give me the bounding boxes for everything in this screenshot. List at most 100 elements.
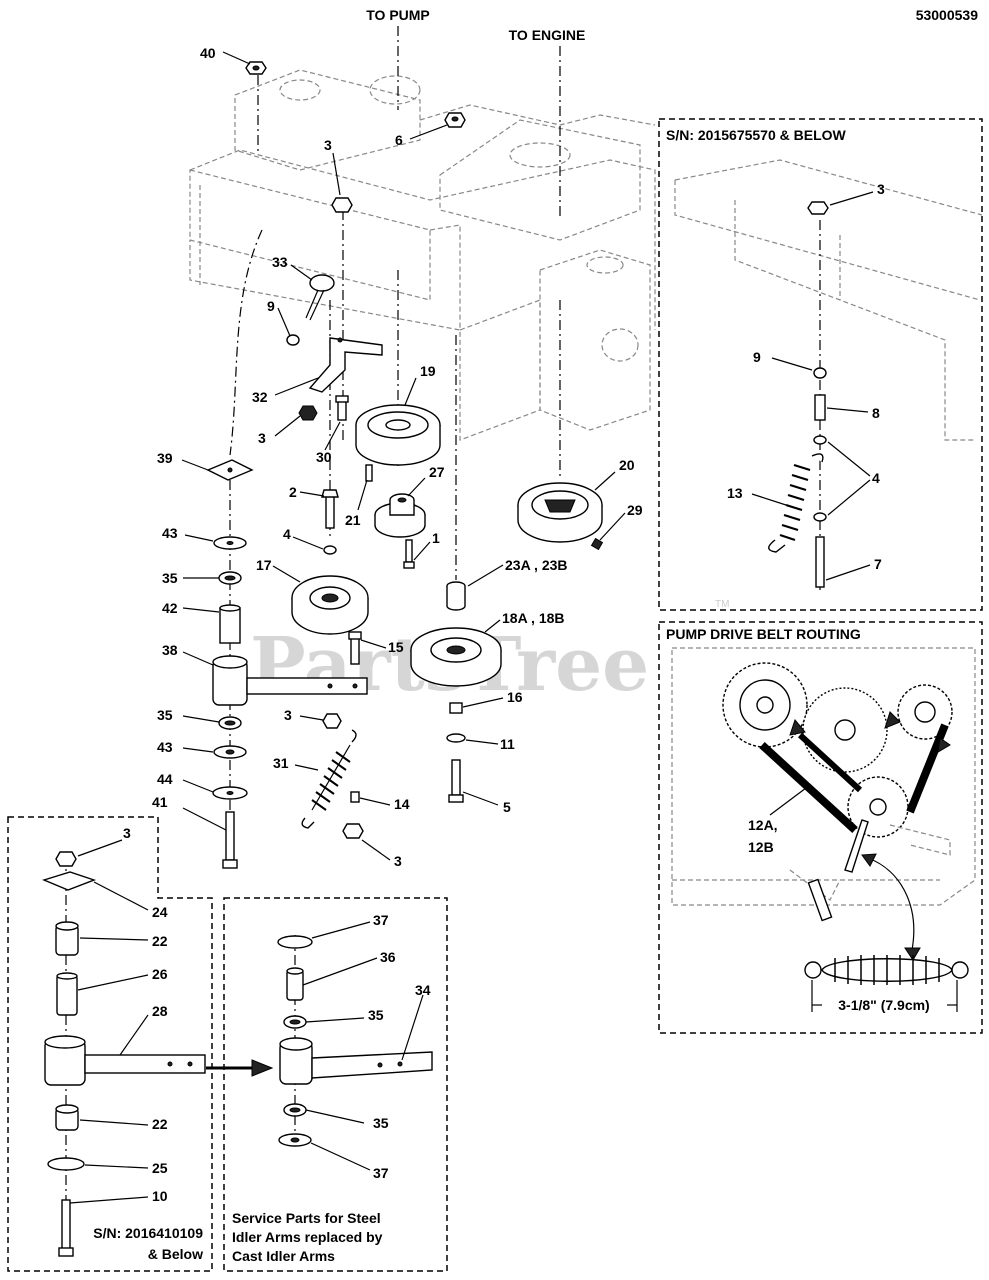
- arrow-up: [861, 853, 877, 867]
- callout-4: 4: [283, 526, 291, 542]
- arrow-down: [904, 947, 921, 961]
- callout-27: 27: [429, 464, 445, 480]
- nut-3-top: [331, 197, 353, 213]
- left-sn-line1: S/N: 2016410109: [93, 1225, 203, 1241]
- screw-1: [403, 539, 415, 569]
- belt-routing-box: PUMP DRIVE BELT ROUTING: [658, 621, 983, 1034]
- callout-23a-23b: 23A , 23B: [505, 557, 568, 573]
- left-sn-box: 3 24 22 26 28 22 25 10 S/N: 2016410109 &…: [7, 816, 213, 1272]
- left-bolt-10: [58, 1199, 74, 1257]
- bearing-35-bottom: [218, 716, 242, 730]
- callout-17: 17: [256, 557, 272, 573]
- callout-35: 35: [157, 707, 173, 723]
- svc-bearing-35-bottom: [283, 1103, 307, 1117]
- left-callout-10: 10: [152, 1188, 168, 1204]
- left-callout-28: 28: [152, 1003, 168, 1019]
- svc-idler-arm-34: [279, 1037, 433, 1085]
- diagram-number: 53000539: [916, 7, 979, 23]
- left-callout-3: 3: [123, 825, 131, 841]
- spring-length-label: 3-1/8" (7.9cm): [838, 997, 929, 1013]
- bolt-2: [321, 489, 339, 529]
- bearing-35-top: [218, 571, 242, 585]
- belt-spring-arm: [789, 819, 869, 922]
- pulley-19: [355, 404, 441, 466]
- callout-30: 30: [316, 449, 332, 465]
- key-21: [365, 464, 373, 482]
- spacer-16: [449, 702, 463, 714]
- washer-9: [286, 334, 300, 346]
- nut-6: [444, 112, 466, 128]
- to-pump-label: TO PUMP: [366, 7, 430, 23]
- sn-washer-4-bottom: [813, 512, 827, 522]
- left-bushing-22-top: [55, 921, 79, 956]
- sn-callout-7: 7: [874, 556, 882, 572]
- left-plate-24: [41, 871, 97, 891]
- callout-6: 6: [395, 132, 403, 148]
- svc-callout-37: 37: [373, 1165, 389, 1181]
- sn-spring-13: [768, 453, 824, 553]
- sn-callout-13: 13: [727, 485, 743, 501]
- callout-16: 16: [507, 689, 523, 705]
- setscrew-29: [590, 537, 604, 551]
- sn-washer-9: [813, 367, 827, 379]
- callout-31: 31: [273, 755, 289, 771]
- svc-callout-35: 35: [368, 1007, 384, 1023]
- bolt-5: [448, 759, 464, 803]
- callout-1: 1: [432, 530, 440, 546]
- measure-spring: [804, 955, 969, 1012]
- left-callout-22: 22: [152, 933, 168, 949]
- callout-44: 44: [157, 771, 173, 787]
- sn-callout-8: 8: [872, 405, 880, 421]
- callout-41: 41: [152, 794, 168, 810]
- belt-pulley-middle: [802, 687, 888, 773]
- bracket-32: [308, 337, 383, 393]
- svc-callout-36: 36: [380, 949, 396, 965]
- svc-washer-37-top: [277, 935, 313, 949]
- washer-11: [446, 733, 466, 743]
- service-parts-box: 37 36 35 34 35 37 Service Parts for Stee…: [223, 897, 448, 1272]
- callout-19: 19: [420, 363, 436, 379]
- nut-3-arm: [322, 713, 342, 729]
- callout-9: 9: [267, 298, 275, 314]
- callout-11: 11: [500, 736, 515, 752]
- callout-42: 42: [162, 600, 178, 616]
- spacer-23: [446, 581, 466, 611]
- chassis-frame: [189, 69, 656, 441]
- watermark-tm: TM: [715, 599, 729, 610]
- callout-5: 5: [503, 799, 511, 815]
- svc-callout-37: 37: [373, 912, 389, 928]
- svc-bearing-35-top: [283, 1015, 307, 1029]
- sn-washer-4-top: [813, 435, 827, 445]
- svc-callout-34: 34: [415, 982, 431, 998]
- belt-label-12b: 12B: [748, 839, 774, 855]
- callout-18a-18b: 18A , 18B: [502, 610, 565, 626]
- pulley-18: [410, 627, 502, 687]
- svc-callout-35: 35: [373, 1115, 389, 1131]
- callout-20: 20: [619, 457, 635, 473]
- spring-31: [301, 729, 357, 829]
- sn-box-top-title: S/N: 2015675570 & BELOW: [666, 127, 847, 143]
- sn-bolt-7: [815, 536, 825, 588]
- left-callout-22: 22: [152, 1116, 168, 1132]
- belt-routing-title: PUMP DRIVE BELT ROUTING: [666, 626, 861, 642]
- washer-44: [212, 786, 248, 800]
- sn-box-top: S/N: 2015675570 & BELOW 3 9: [658, 118, 983, 611]
- callout-43: 43: [157, 739, 173, 755]
- sn-callout-3: 3: [877, 181, 885, 197]
- callout-3: 3: [258, 430, 266, 446]
- bolt-30: [335, 395, 349, 421]
- svc-washer-37-bottom: [278, 1133, 312, 1147]
- callout-32: 32: [252, 389, 268, 405]
- callout-35: 35: [162, 570, 178, 586]
- pulley-17: [291, 575, 369, 635]
- callout-3: 3: [284, 707, 292, 723]
- belt-label-12a: 12A,: [748, 817, 778, 833]
- callout-3: 3: [324, 137, 332, 153]
- plate-39: [206, 459, 254, 481]
- callout-3: 3: [394, 853, 402, 869]
- svc-spacer-36: [286, 967, 304, 1001]
- belt-idler-pulley: [847, 776, 951, 856]
- callout-33: 33: [272, 254, 288, 270]
- eyebolt-33: [305, 274, 335, 321]
